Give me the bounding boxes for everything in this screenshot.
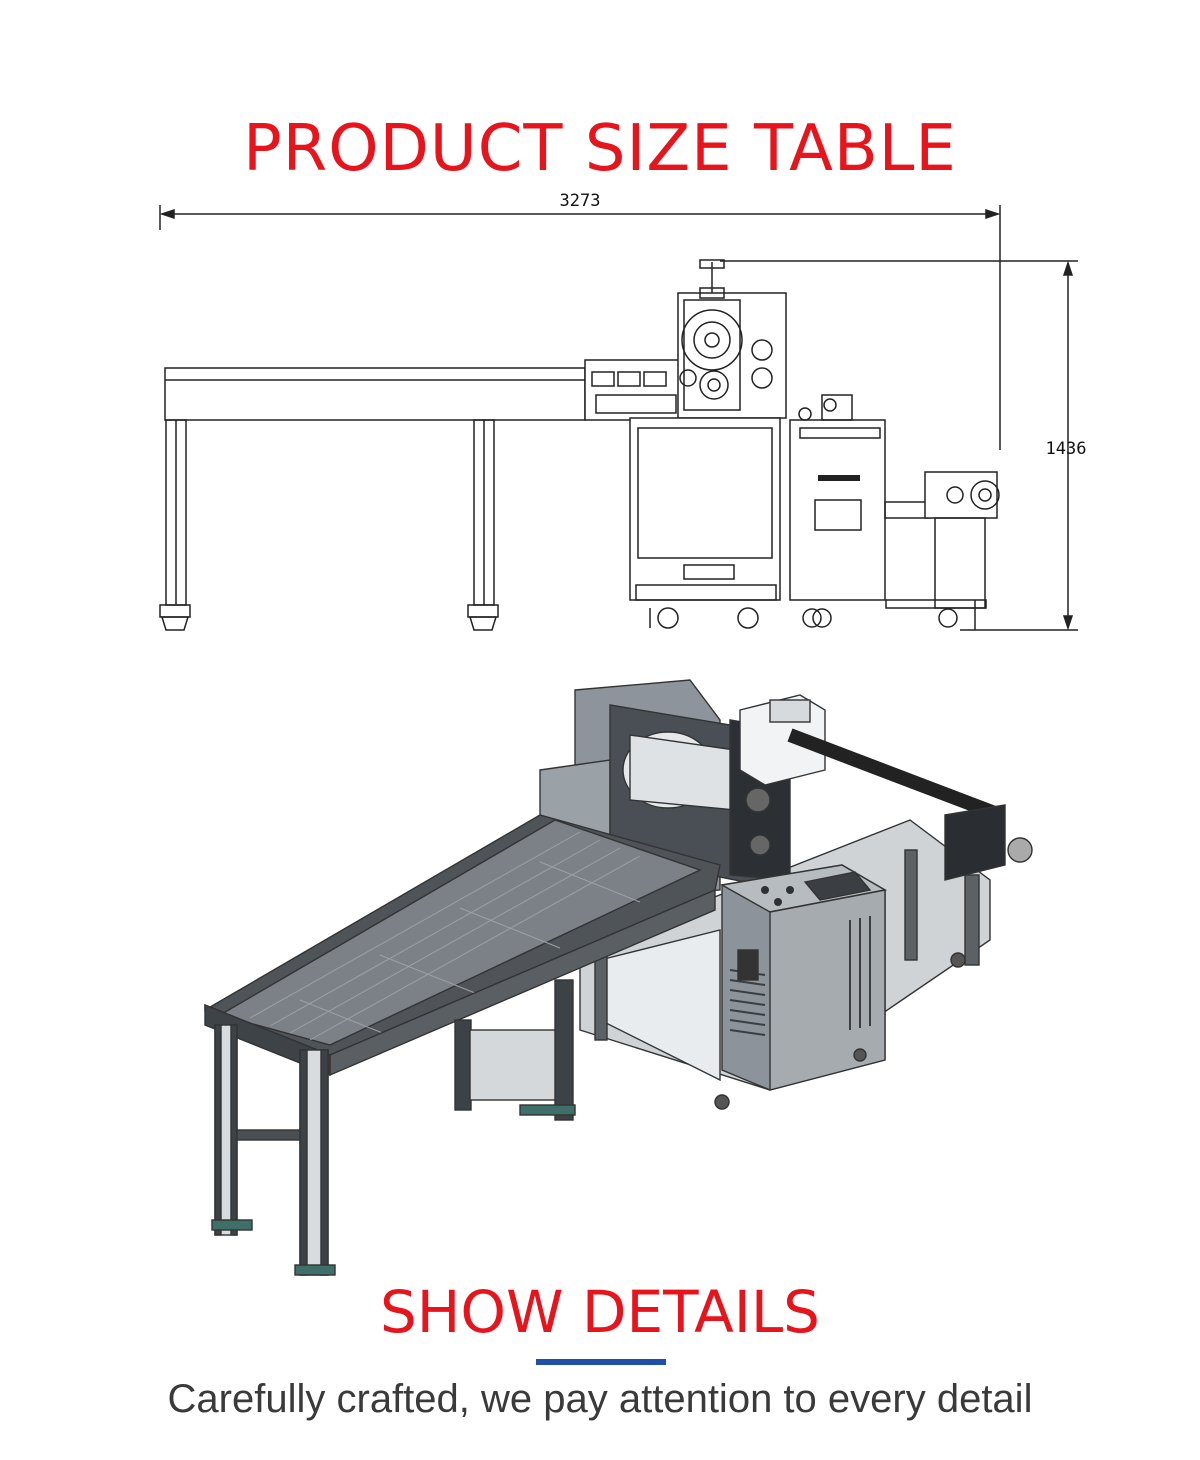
width-dimension-label: 3273	[560, 191, 601, 211]
heading-underline-bar	[536, 1359, 666, 1365]
height-dimension-label: 1436	[1046, 439, 1087, 459]
show-details-heading: SHOW DETAILS	[379, 1278, 820, 1346]
tagline-text: Carefully crafted, we pay attention to e…	[167, 1377, 1033, 1421]
side-view-drawing: 3273 1436	[159, 191, 1087, 631]
isometric-machine-render	[204, 679, 1033, 1276]
product-size-table-heading: PRODUCT SIZE TABLE	[243, 112, 957, 186]
